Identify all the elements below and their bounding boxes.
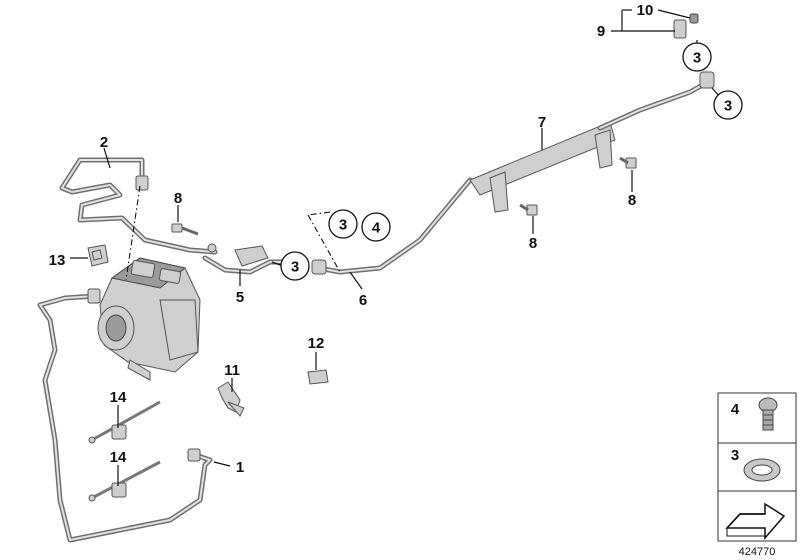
label-14-upper: 14 xyxy=(110,389,127,406)
label-5: 5 xyxy=(236,289,244,306)
cable-tie-14-upper xyxy=(88,400,161,444)
brake-pipe-6 xyxy=(311,177,473,275)
label-3-a: 3 xyxy=(291,259,299,276)
legend-panel: 4 3 xyxy=(717,392,797,542)
seal-ring-icon xyxy=(743,458,781,482)
label-8-right: 8 xyxy=(628,192,636,209)
label-13: 13 xyxy=(49,252,66,269)
circle-label-3-a: 3 xyxy=(280,251,310,281)
brake-pipe-2 xyxy=(59,157,218,255)
circle-label-4: 4 xyxy=(361,212,391,242)
legend-label-4: 4 xyxy=(731,401,740,418)
label-3-d: 3 xyxy=(724,98,732,115)
circle-label-3-c: 3 xyxy=(682,42,712,72)
bleed-screw-9 xyxy=(673,13,699,39)
brake-pipe-7 xyxy=(469,71,715,213)
holder-13 xyxy=(87,244,109,267)
clip-12 xyxy=(307,369,329,385)
label-11: 11 xyxy=(224,362,240,379)
hydraulic-unit xyxy=(97,257,201,381)
image-number: 424770 xyxy=(739,546,776,558)
circle-label-3-b: 3 xyxy=(328,209,358,239)
label-8-middle: 8 xyxy=(529,235,537,252)
legend-cell-4 xyxy=(717,392,797,444)
forward-arrow-icon xyxy=(725,502,786,541)
bolt-8-left xyxy=(171,223,199,236)
label-12: 12 xyxy=(308,335,325,352)
label-14-lower: 14 xyxy=(110,449,127,466)
label-9: 9 xyxy=(597,23,605,40)
bleed-valve-icon xyxy=(758,397,778,431)
label-8-left: 8 xyxy=(174,190,182,207)
label-3-c: 3 xyxy=(693,50,701,67)
bolt-8-right xyxy=(619,156,637,169)
label-4: 4 xyxy=(372,220,381,237)
clip-11 xyxy=(217,381,245,417)
label-1: 1 xyxy=(236,459,244,476)
cable-tie-14-lower xyxy=(88,460,161,502)
label-6: 6 xyxy=(359,292,367,309)
circle-label-3-d: 3 xyxy=(713,90,743,120)
label-7: 7 xyxy=(538,114,546,131)
legend-label-3: 3 xyxy=(731,447,739,464)
brake-pipe-1 xyxy=(37,288,213,543)
label-2: 2 xyxy=(100,134,108,151)
bolt-8-middle xyxy=(519,203,538,216)
bracket-5 xyxy=(202,243,285,275)
lead-lines xyxy=(70,9,721,486)
label-10: 10 xyxy=(637,2,654,19)
label-3-b: 3 xyxy=(339,217,347,234)
